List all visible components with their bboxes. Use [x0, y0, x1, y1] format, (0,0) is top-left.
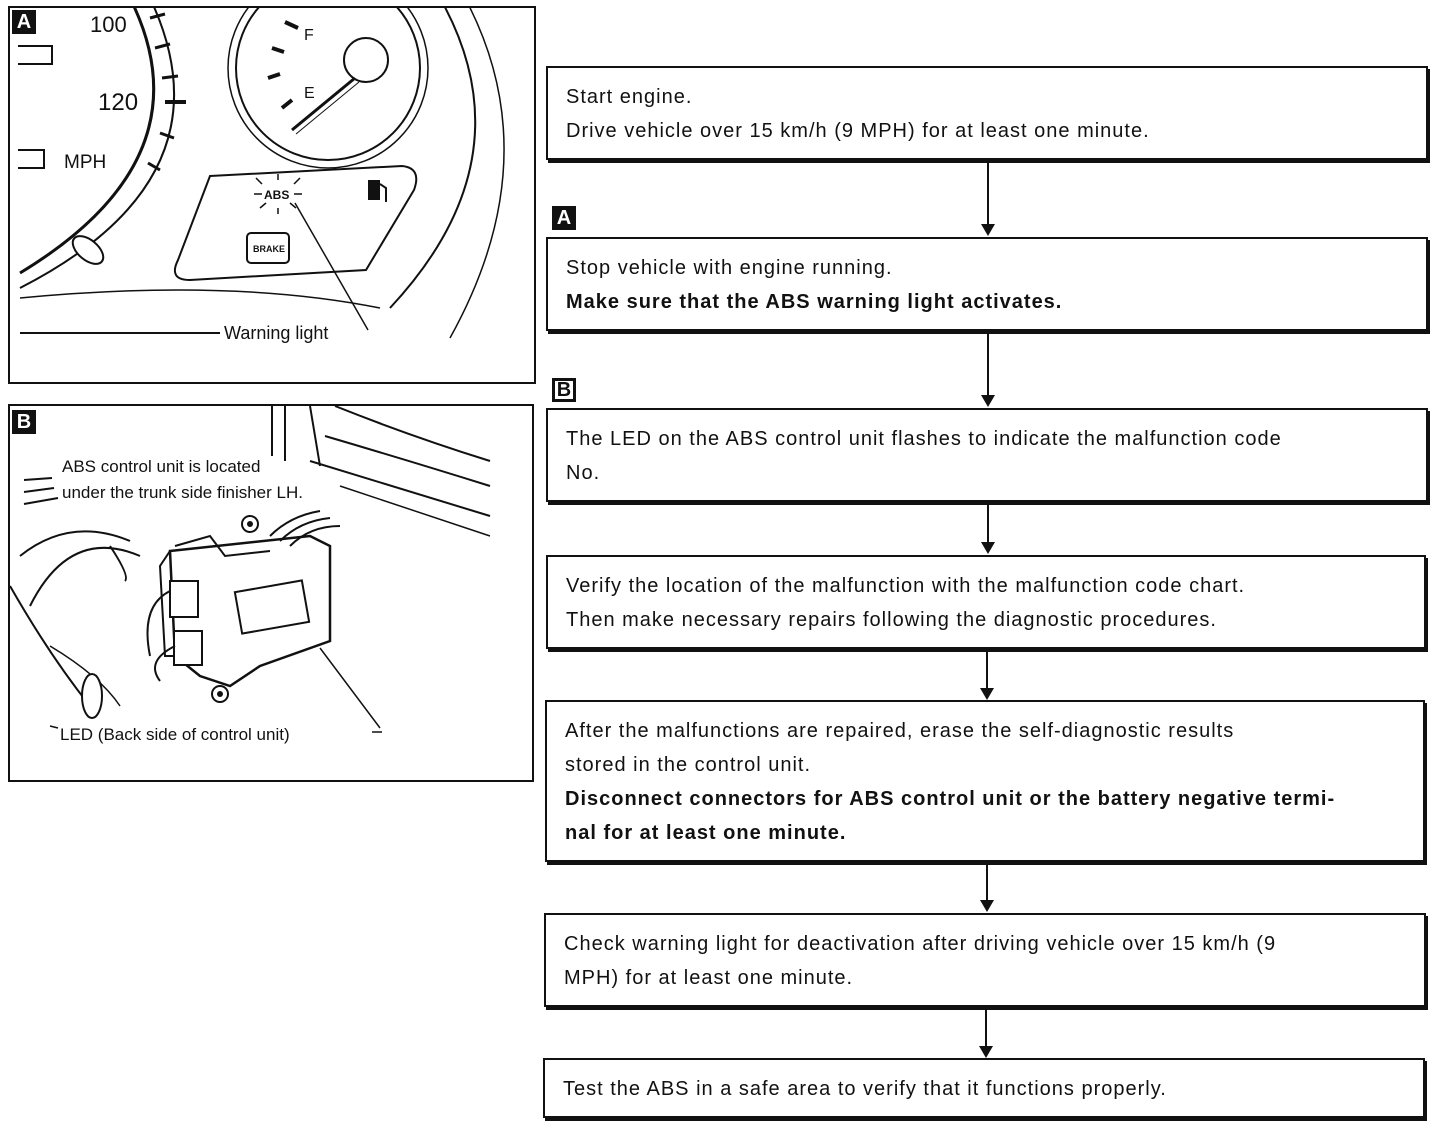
speed-mark-label: 100: [90, 12, 127, 37]
instrument-cluster-illustration: 100 120 MPH F E ABS BRAKE Warning light: [18, 8, 505, 343]
step4-line2: Then make necessary repairs following th…: [566, 609, 1217, 631]
step-start-engine: Start engine. Drive vehicle over 15 km/h…: [546, 66, 1428, 160]
step5-line3: Disconnect connectors for ABS control un…: [565, 788, 1336, 810]
step5-line1: After the malfunctions are repaired, era…: [565, 720, 1235, 742]
step-led-flashes: The LED on the ABS control unit flashes …: [546, 408, 1428, 502]
panel-a-badge: A: [12, 10, 36, 34]
step-verify-location: Verify the location of the malfunction w…: [546, 555, 1426, 649]
control-unit-illustration: ABS control unit is located under the tr…: [10, 406, 491, 744]
panel-b-control-unit-location: ABS control unit is located under the tr…: [8, 404, 534, 782]
step-check-deactivation: Check warning light for deactivation aft…: [544, 913, 1426, 1007]
flow-arrow: [980, 864, 994, 912]
flow-arrow: [981, 504, 995, 554]
step2-line1: Stop vehicle with engine running.: [566, 257, 893, 279]
step6-line2: MPH) for at least one minute.: [564, 967, 854, 989]
step5-line4: nal for at least one minute.: [565, 822, 847, 844]
step4-line1: Verify the location of the malfunction w…: [566, 575, 1246, 597]
step-test-abs: Test the ABS in a safe area to verify th…: [543, 1058, 1425, 1118]
flow-arrow: [980, 651, 994, 700]
step7-line1: Test the ABS in a safe area to verify th…: [563, 1078, 1167, 1100]
speed-value-label: 120: [98, 89, 138, 116]
step1-line2: Drive vehicle over 15 km/h (9 MPH) for a…: [566, 120, 1150, 142]
panel-a-instrument-cluster: 100 120 MPH F E ABS BRAKE Warning light …: [8, 6, 536, 384]
led-caption: LED (Back side of control unit): [60, 725, 290, 744]
flow-arrow: [981, 162, 995, 236]
fuel-pump-icon: [368, 180, 380, 200]
flow-arrow: [979, 1009, 993, 1058]
location-caption-line2: under the trunk side finisher LH.: [62, 483, 303, 502]
panel-b-badge: B: [12, 410, 36, 434]
step3-line2: No.: [566, 462, 601, 484]
abs-warning-light-label: ABS: [264, 188, 289, 202]
step-erase-results: After the malfunctions are repaired, era…: [545, 700, 1425, 862]
fuel-empty-label: E: [304, 85, 315, 102]
mph-unit-label: MPH: [64, 152, 106, 173]
step5-line2: stored in the control unit.: [565, 754, 812, 776]
location-caption-line1: ABS control unit is located: [62, 457, 260, 476]
fuel-full-label: F: [304, 27, 314, 44]
marker-b-badge: B: [552, 378, 576, 402]
step-stop-vehicle: Stop vehicle with engine running. Make s…: [546, 237, 1428, 331]
brake-warning-icon: [246, 232, 290, 264]
flow-arrow: [981, 333, 995, 407]
marker-a-badge: A: [552, 206, 576, 230]
step3-line1: The LED on the ABS control unit flashes …: [566, 428, 1282, 450]
warning-light-caption: Warning light: [224, 323, 328, 343]
brake-label: BRAKE: [253, 244, 285, 254]
step1-line1: Start engine.: [566, 86, 693, 108]
step6-line1: Check warning light for deactivation aft…: [564, 933, 1277, 955]
step2-line2: Make sure that the ABS warning light act…: [566, 291, 1063, 313]
